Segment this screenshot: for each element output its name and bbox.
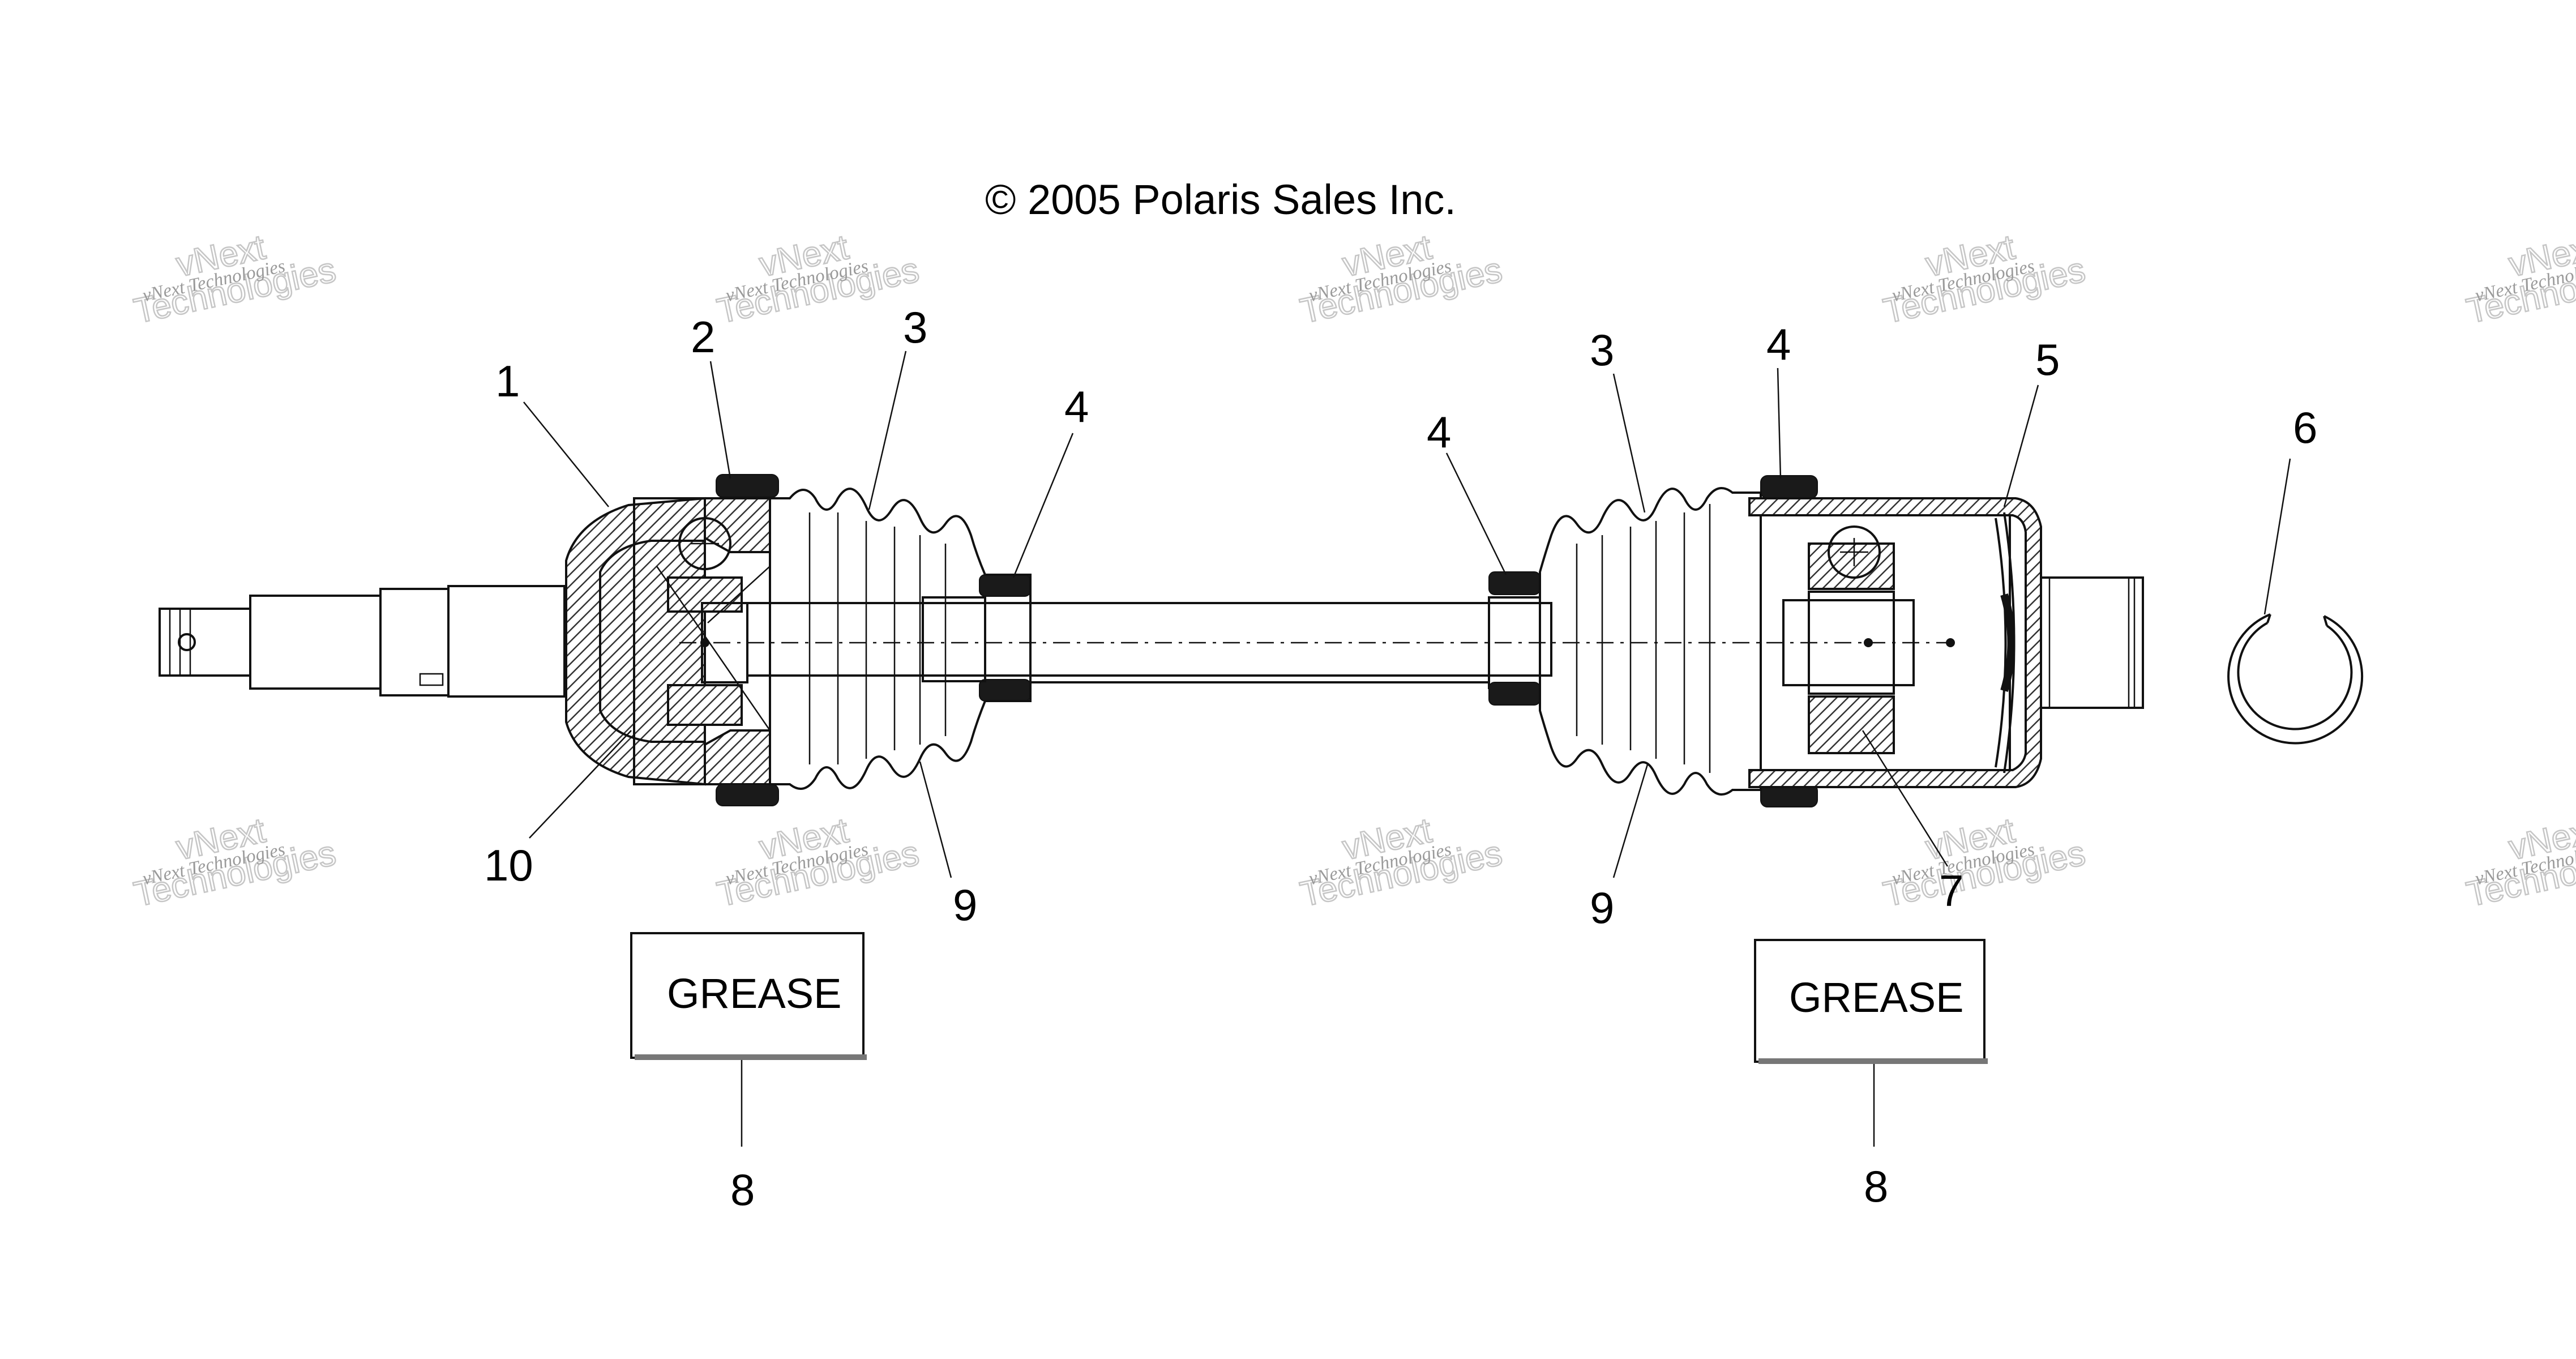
callout-leaders xyxy=(523,351,2291,878)
watermark: vNext Technologies vNext Technologies xyxy=(130,810,340,915)
callout-4-middle: 4 xyxy=(1427,407,1451,457)
left-boot-clamp-small xyxy=(979,574,1031,597)
grease-box-left: GREASE 8 xyxy=(630,932,867,1215)
callout-3-right: 3 xyxy=(1590,325,1614,375)
right-boot-clamp-small xyxy=(1488,571,1541,595)
watermark: vNext Technologies vNext Technologies xyxy=(713,227,923,332)
callout-6: 6 xyxy=(2293,403,2317,452)
watermark: vNext Technologies vNext Technologies xyxy=(1296,810,1507,915)
callout-7: 7 xyxy=(1939,866,1963,916)
drive-shaft-assembly xyxy=(159,474,2144,807)
left-stub-shaft xyxy=(159,585,566,698)
watermark: vNext Technologies vNext Technologies xyxy=(2463,227,2576,332)
callout-8-right: 8 xyxy=(1864,1161,1888,1211)
right-cv-boot xyxy=(1539,487,1762,796)
grease-label-right: GREASE xyxy=(1789,974,1963,1021)
watermark: vNext Technologies vNext Technologies xyxy=(130,227,340,332)
left-cv-boot xyxy=(769,488,1032,790)
watermark: vNext Technologies vNext Technologies xyxy=(1296,227,1507,332)
watermark-group: vNext Technologies vNext Technologies vN… xyxy=(130,227,2576,915)
callout-10: 10 xyxy=(484,840,533,890)
right-stub-shaft xyxy=(2040,576,2144,709)
callout-1: 1 xyxy=(495,356,520,406)
grease-label-left: GREASE xyxy=(667,970,841,1017)
callout-5: 5 xyxy=(2035,335,2060,384)
right-boot-clamp-small-bottom xyxy=(1488,682,1541,706)
callout-9-left: 9 xyxy=(953,880,977,930)
left-boot-clamp-large xyxy=(716,474,779,498)
callout-2: 2 xyxy=(691,312,715,362)
watermark: vNext Technologies vNext Technologies xyxy=(713,810,923,915)
circlip xyxy=(2227,613,2364,745)
watermark: vNext Technologies vNext Technologies xyxy=(1880,810,2090,915)
left-boot-clamp-small-bottom xyxy=(979,679,1031,702)
watermark: vNext Technologies vNext Technologies xyxy=(1880,227,2090,332)
watermark: vNext Technologies vNext Technologies xyxy=(2463,810,2576,915)
left-cv-housing xyxy=(565,497,771,786)
right-cv-housing xyxy=(1748,497,2042,788)
callout-8-left: 8 xyxy=(730,1165,755,1215)
copyright-text: © 2005 Polaris Sales Inc. xyxy=(985,176,1456,223)
center-shaft xyxy=(679,596,1959,689)
callout-4-left: 4 xyxy=(1064,382,1089,431)
callout-3-left: 3 xyxy=(903,302,927,352)
callout-9-right: 9 xyxy=(1590,883,1614,933)
left-boot-clamp-large-bottom xyxy=(716,784,779,806)
right-boot-clamp-large xyxy=(1760,475,1818,499)
callout-4-right: 4 xyxy=(1766,319,1791,369)
grease-box-right: GREASE 8 xyxy=(1754,939,1988,1211)
